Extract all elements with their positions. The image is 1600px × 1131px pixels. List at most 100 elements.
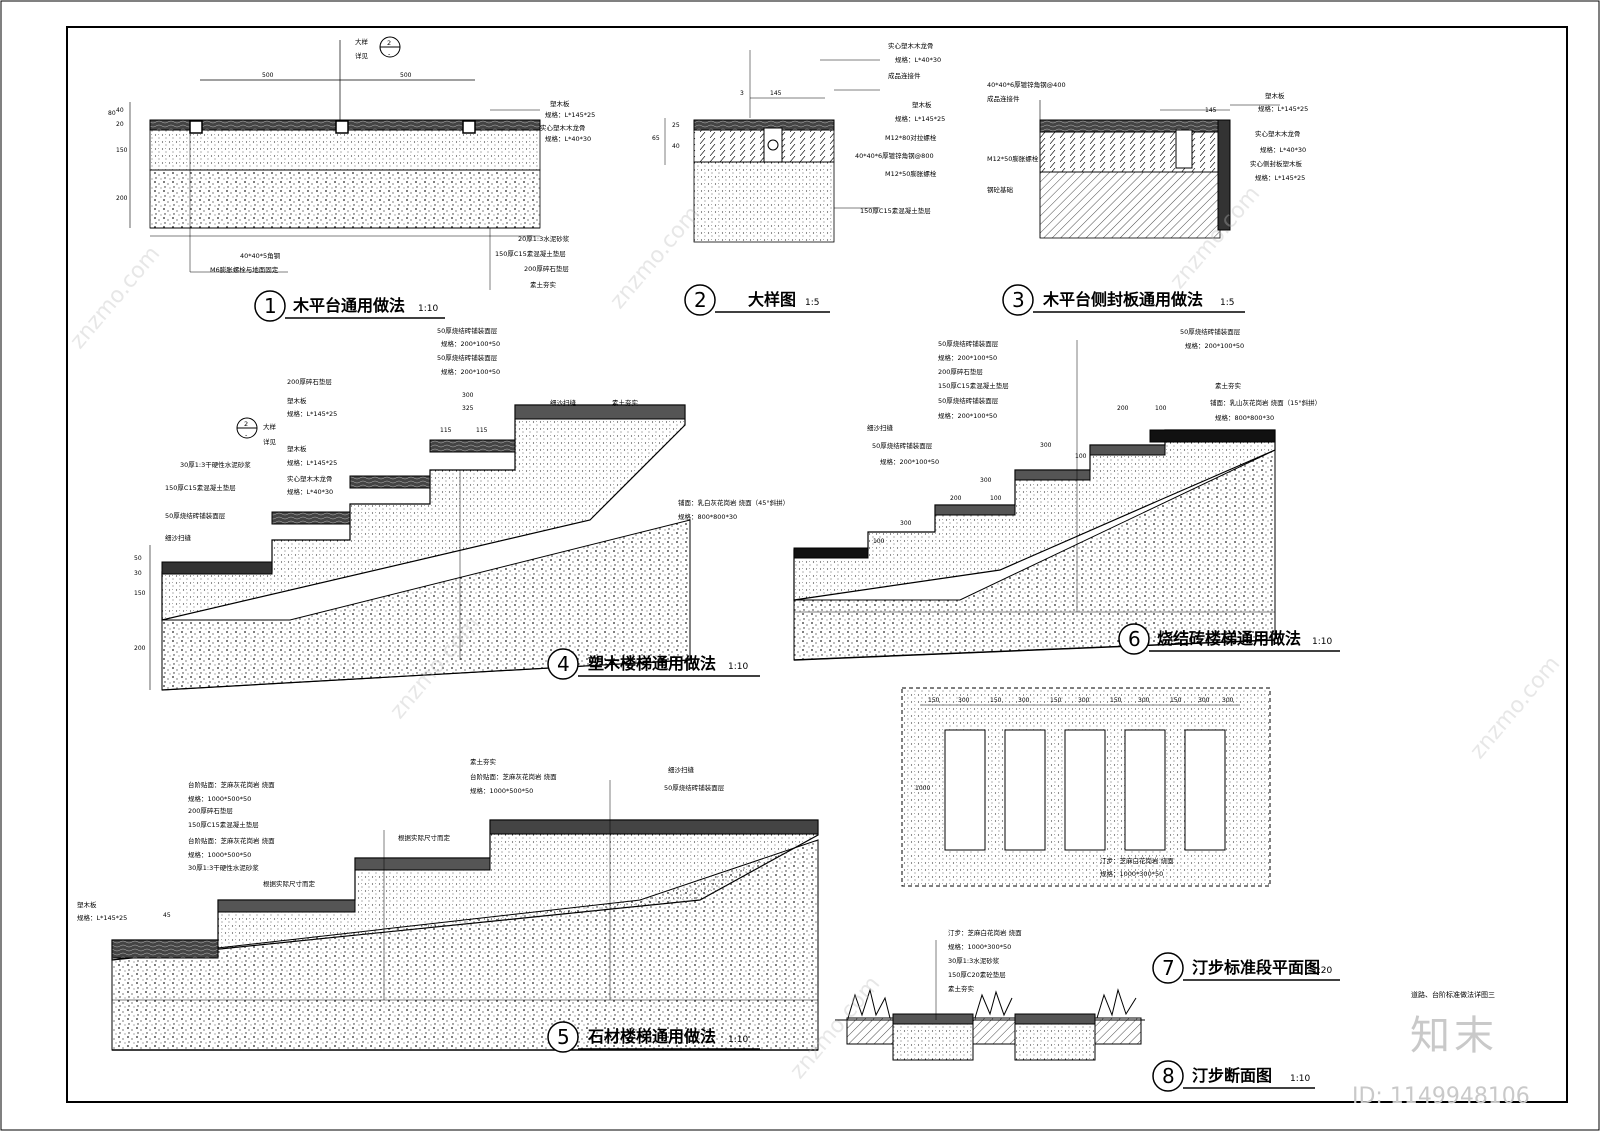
- d2-left-dim-2: 65: [652, 135, 660, 142]
- d6-dim-4: 300: [900, 520, 912, 527]
- d1-ref-bottom: 详见: [355, 51, 369, 60]
- d1-ref-den: -: [388, 50, 391, 58]
- detail-scale-6: 1:10: [1312, 637, 1332, 647]
- d3-note-l0: 40*40*6厚镀锌角钢@400: [987, 80, 1066, 89]
- d2-left-dim-1: 40: [672, 143, 680, 150]
- d4-left-dim-3: 200: [134, 645, 146, 652]
- d2-note-5: M12*80对拉螺栓: [885, 133, 937, 142]
- d1-note-br3: 素土夯实: [530, 280, 557, 289]
- detail-scale-5: 1:10: [728, 1035, 748, 1045]
- d5-note-5: 规格：1000*500*50: [188, 850, 251, 859]
- d6-note-7: 50厚烧结砖铺装面层: [872, 441, 933, 450]
- detail-title-text-6: 烧结砖楼梯通用做法: [1157, 629, 1301, 648]
- d6-dim-3: 300: [980, 477, 992, 484]
- detail-title-6: 6 烧结砖楼梯通用做法 1:10: [1118, 623, 1340, 655]
- d4-note-9: 实心塑木木龙骨: [287, 474, 333, 483]
- d4-note-7: 塑木板: [287, 444, 307, 453]
- detail-num-3: 3: [1012, 288, 1025, 312]
- d1-left-dim-0: 80: [108, 110, 116, 117]
- d7-dim-5: 150: [1110, 697, 1122, 704]
- detail-num-7: 7: [1162, 956, 1175, 980]
- d6-note-2: 200厚碎石垫层: [938, 367, 983, 376]
- d4-dim-0: 300: [462, 392, 474, 399]
- d3-note-l2: M12*50膨胀螺栓: [987, 154, 1039, 163]
- detail-6-section: [793, 340, 1276, 661]
- d5-dim: 45: [163, 912, 171, 919]
- d7-dim-8: 300: [1198, 697, 1210, 704]
- d7-side-dim: 1000: [915, 785, 930, 792]
- detail-title-7: 7 汀步标准段平面图 1:20: [1152, 952, 1340, 984]
- d1-note-bl1: M6膨胀螺栓与地面固定: [210, 265, 279, 274]
- d8-note-0: 汀步：芝麻白花岗岩 烧面: [948, 928, 1022, 937]
- detail-scale-4: 1:10: [728, 662, 748, 672]
- d8-note-2: 30厚1:3水泥砂浆: [948, 956, 1000, 965]
- detail-title-text-8: 汀步断面图: [1192, 1066, 1272, 1085]
- d5-note-0: 台阶贴面：芝麻灰花岗岩 烧面: [188, 780, 275, 789]
- d5-note-4: 台阶贴面：芝麻灰花岗岩 烧面: [188, 836, 275, 845]
- d4-note-16: 素土夯实: [612, 398, 639, 407]
- d6-dim-1: 300: [1040, 442, 1052, 449]
- d6-note-8: 规格：200*100*50: [880, 457, 939, 466]
- d5-note-14: 细沙扫缝: [668, 765, 695, 774]
- d2-note-6: 40*40*6厚镀锌角钢@800: [855, 151, 934, 160]
- d3-dim-top: 145: [1205, 107, 1217, 114]
- detail-scale-7: 1:20: [1312, 966, 1332, 976]
- detail-num-5: 5: [557, 1025, 570, 1049]
- d6-dim-6: 100: [990, 495, 1002, 502]
- d7-dim-10: 300: [1222, 697, 1234, 704]
- d6-dim-5: 200: [950, 495, 962, 502]
- detail-title-2: 2 大样图 1:5: [684, 284, 830, 316]
- d5-note-13: 规格：1000*500*50: [470, 786, 533, 795]
- d5-note-7: 根据实际尺寸而定: [398, 833, 451, 842]
- detail-8-section: [835, 940, 1145, 1061]
- d2-note-8: 150厚C15素混凝土垫层: [860, 206, 931, 215]
- watermark-1: znzmo.com: [65, 242, 165, 354]
- d8-note-1: 规格：1000*300*50: [948, 942, 1011, 951]
- detail-7-plan: [901, 687, 1271, 887]
- d7-dim-7: 150: [1170, 697, 1182, 704]
- d1-ref-num: 2: [387, 39, 391, 47]
- d2-note-1: 规格：L*40*30: [895, 55, 941, 64]
- d4-note-1: 规格：200*100*50: [441, 339, 500, 348]
- d4-note-5: 塑木板: [287, 396, 307, 405]
- d1-note-r3: 规格：L*40*30: [545, 134, 591, 143]
- d5-note-1: 规格：1000*500*50: [188, 794, 251, 803]
- detail-title-text-1: 木平台通用做法: [292, 296, 405, 315]
- d4-note-14: 细沙扫缝: [165, 533, 192, 542]
- d2-note-7: M12*50膨胀螺栓: [885, 169, 937, 178]
- d4-note-11: 30厚1:3干硬性水泥砂浆: [180, 460, 251, 469]
- d6-dim-7: 200: [1117, 405, 1129, 412]
- detail-title-text-3: 木平台侧封板通用做法: [1042, 290, 1203, 309]
- d4-note-3: 规格：200*100*50: [441, 367, 500, 376]
- d5-note-6: 30厚1:3干硬性水泥砂浆: [188, 863, 259, 872]
- d7-note2: 规格：1000*300*50: [1100, 869, 1163, 878]
- detail-title-4: 4 塑木楼梯通用做法 1:10: [547, 648, 760, 680]
- detail-3-section: [1039, 100, 1280, 239]
- d7-dim-9: 150: [928, 697, 940, 704]
- brand-logo-text: 知末: [1410, 1013, 1498, 1059]
- d2-note-3: 塑木板: [912, 100, 932, 109]
- d1-ref-top: 大样: [355, 37, 369, 46]
- d2-note-4: 规格：L*145*25: [895, 114, 945, 123]
- d1-left-dim-4: 200: [116, 195, 128, 202]
- d5-note-10: 规格：L*145*25: [77, 913, 127, 922]
- d7-dim-3: 150: [1050, 697, 1062, 704]
- d6-note-4: 50厚烧结砖铺装面层: [938, 396, 999, 405]
- d7-dim-2: 300: [1018, 697, 1030, 704]
- d7-dim-1: 150: [990, 697, 1002, 704]
- d7-note: 汀步：芝麻白花岗岩 烧面: [1100, 856, 1174, 865]
- d4-ref-bottom: 详见: [263, 437, 277, 446]
- d5-note-11: 素土夯实: [470, 757, 497, 766]
- d3-note-l1: 成品连接件: [987, 94, 1020, 103]
- sheet-title: 道路、台阶标准做法详图三: [1411, 991, 1495, 999]
- d5-note-9: 塑木板: [77, 900, 97, 909]
- d6-note-11: 素土夯实: [1215, 381, 1242, 390]
- d4-note-4: 200厚碎石垫层: [287, 377, 332, 386]
- detail-scale-1: 1:10: [418, 304, 438, 314]
- d4-note-12: 150厚C15素混凝土垫层: [165, 483, 236, 492]
- d1-note-r0: 塑木板: [550, 99, 570, 108]
- d2-left-dim-0: 25: [672, 122, 680, 129]
- d4-note-15: 细沙扫缝: [550, 398, 577, 407]
